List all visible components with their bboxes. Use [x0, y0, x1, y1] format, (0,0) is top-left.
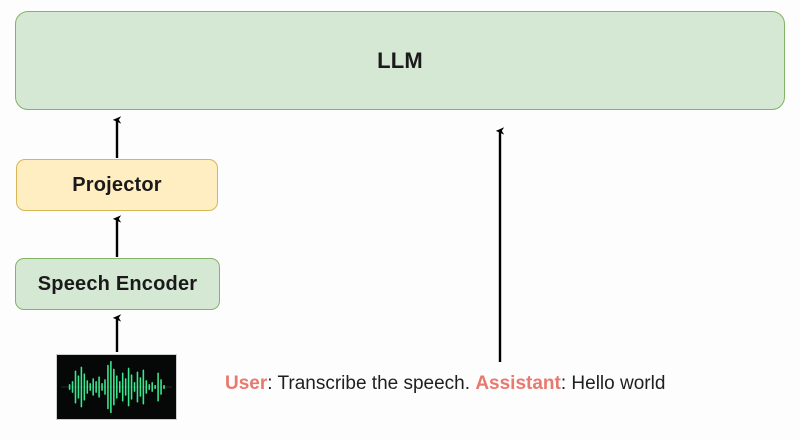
speech-waveform-thumbnail	[56, 354, 177, 420]
prompt-assistant-message: Hello world	[571, 373, 666, 394]
waveform-icon	[57, 355, 176, 419]
node-llm-label: LLM	[377, 47, 423, 73]
prompt-assistant-role: Assistant	[475, 373, 561, 394]
prompt-assistant-separator: :	[560, 373, 572, 394]
node-projector-label: Projector	[72, 173, 162, 196]
prompt-user-separator: :	[267, 373, 278, 394]
node-speech-encoder[interactable]: Speech Encoder	[15, 258, 220, 310]
node-llm[interactable]: LLM	[15, 11, 785, 110]
prompt-text: User: Transcribe the speech. Assistant: …	[225, 370, 785, 398]
prompt-user-role: User	[225, 373, 268, 394]
prompt-user-message: Transcribe the speech.	[277, 373, 476, 394]
node-speech-encoder-label: Speech Encoder	[37, 272, 198, 295]
node-projector[interactable]: Projector	[16, 159, 218, 211]
